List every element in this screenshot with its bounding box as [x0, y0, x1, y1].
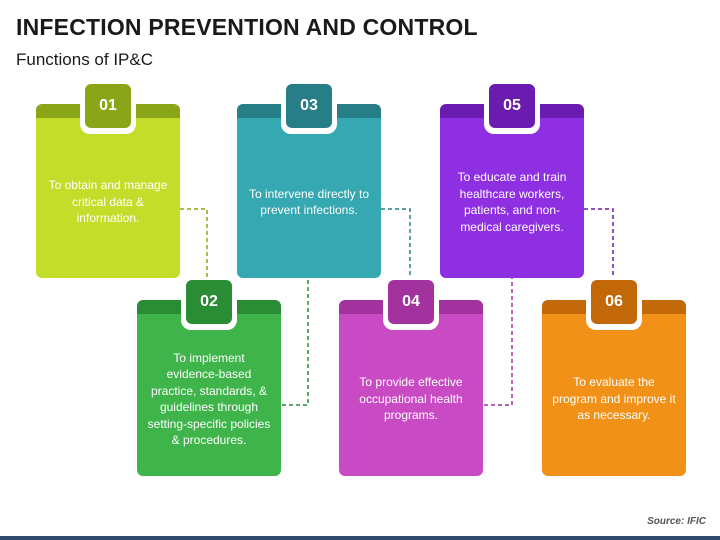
card-text: To evaluate the program and improve it a… — [552, 375, 676, 423]
connector-01-02 — [180, 208, 208, 278]
bottom-bar — [0, 536, 720, 540]
card-text: To implement evidence-based practice, st… — [147, 350, 271, 448]
card-number-badge: 01 — [85, 84, 131, 128]
card-number-badge: 05 — [489, 84, 535, 128]
card-text: To provide effective occupational health… — [359, 375, 463, 423]
page-subtitle: Functions of IP&C — [16, 50, 154, 69]
card-text: To obtain and manage critical data & inf… — [48, 178, 168, 226]
connector-05-06 — [584, 208, 614, 278]
connector-02-03 — [282, 278, 309, 406]
page-title: INFECTION PREVENTION AND CONTROL — [16, 14, 478, 40]
badge-frame: 04 — [383, 280, 439, 330]
badge-frame: 06 — [586, 280, 642, 330]
card-number-badge: 06 — [591, 280, 637, 324]
card-body: To intervene directly to prevent infecti… — [237, 118, 381, 278]
card-body: To implement evidence-based practice, st… — [137, 314, 281, 476]
card-number-badge: 04 — [388, 280, 434, 324]
badge-frame: 03 — [281, 84, 337, 134]
badge-frame: 02 — [181, 280, 237, 330]
card-text: To educate and train healthcare workers,… — [457, 170, 567, 234]
card-body: To educate and train healthcare workers,… — [440, 118, 584, 278]
connector-03-04 — [381, 208, 411, 278]
card-body: To evaluate the program and improve it a… — [542, 314, 686, 476]
card-number-badge: 03 — [286, 84, 332, 128]
badge-frame: 05 — [484, 84, 540, 134]
badge-frame: 01 — [80, 84, 136, 134]
card-number-badge: 02 — [186, 280, 232, 324]
card-body: To provide effective occupational health… — [339, 314, 483, 476]
source-note: Source: IFIC — [647, 516, 706, 527]
card-body: To obtain and manage critical data & inf… — [36, 118, 180, 278]
card-text: To intervene directly to prevent infecti… — [248, 186, 370, 218]
connector-04-05 — [484, 278, 513, 406]
